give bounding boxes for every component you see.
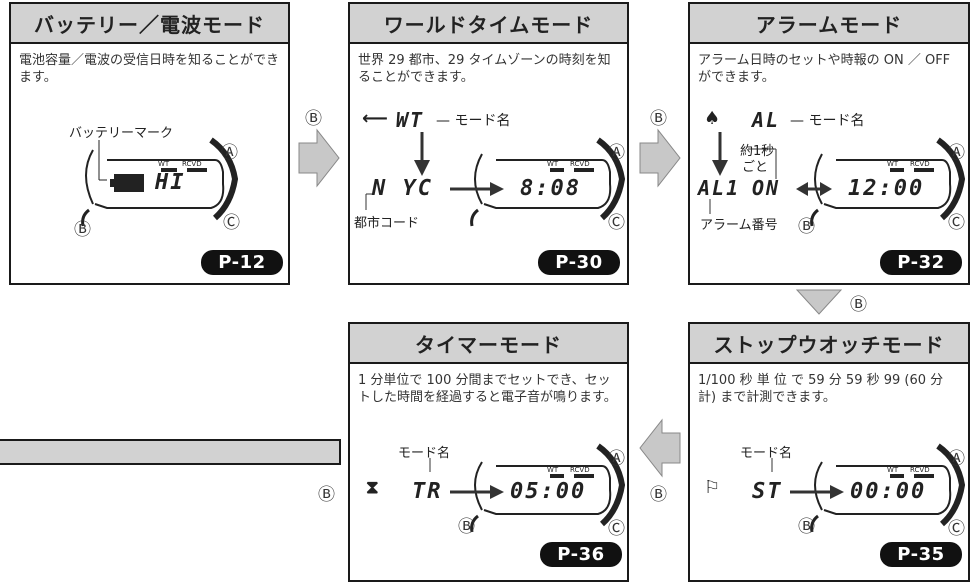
button-a-label: Ⓐ: [221, 143, 238, 163]
page-reference: P-35: [880, 542, 962, 567]
alarm-bell-icon: ♠: [704, 108, 721, 129]
button-a-label: Ⓐ: [608, 449, 625, 469]
lcd-time: 05:00: [510, 479, 587, 504]
alarm-id: AL1: [698, 176, 741, 200]
button-c-label: Ⓒ: [223, 213, 240, 233]
mode-name-label: モード名: [398, 446, 451, 461]
panel-world-time: ワールドタイムモード 世界 29 都市、29 タイムゾーンの時刻を知ることができ…: [348, 2, 629, 285]
right-arrow-icon: [298, 128, 340, 188]
world-time-icon: ⟵: [362, 108, 388, 129]
stopwatch-runner-icon: ⚐: [704, 477, 721, 498]
panel-battery: バッテリー／電波モード 電池容量／電波の受信日時を知ることができます。 バッテリ…: [9, 2, 290, 285]
wt-indicator: WT: [158, 160, 170, 168]
mode-code: ST: [752, 479, 783, 504]
mode-name-label: モード名: [740, 446, 793, 461]
rcvd-indicator: RCVD: [570, 160, 590, 168]
panel-description: アラーム日時のセットや時報の ON ／ OFF ができます。: [698, 53, 951, 85]
panel-title: ワールドタイムモード: [350, 4, 627, 44]
panel-title: タイマーモード: [350, 324, 627, 364]
rcvd-indicator: RCVD: [910, 466, 930, 474]
page-reference: P-12: [201, 250, 283, 275]
city-code: N YC: [372, 176, 433, 201]
button-c-label: Ⓒ: [608, 213, 625, 233]
button-a-label: Ⓐ: [948, 143, 965, 163]
wt-indicator: WT: [887, 160, 899, 168]
wt-indicator: WT: [547, 160, 559, 168]
watch-display-illustration: [365, 132, 626, 227]
arrow-button-b-label: Ⓑ: [650, 485, 667, 505]
city-code-label: 都市コード: [354, 216, 420, 231]
wt-indicator: WT: [887, 466, 899, 474]
button-b-label: Ⓑ: [74, 220, 91, 240]
button-b-label: Ⓑ: [798, 217, 815, 237]
left-arrow-icon: [639, 418, 681, 478]
lcd-text: HI: [155, 170, 186, 195]
watch-display-illustration: [709, 132, 966, 227]
arrow-button-b-label: Ⓑ: [318, 485, 335, 505]
page-reference: P-32: [880, 250, 962, 275]
arrow-button-b-label: Ⓑ: [850, 295, 867, 315]
rcvd-indicator: RCVD: [182, 160, 202, 168]
approx-interval-label-1: 約1秒: [740, 144, 775, 159]
rcvd-indicator: RCVD: [570, 466, 590, 474]
panel-title: アラームモード: [690, 4, 968, 44]
lcd-time: 8:08: [520, 176, 581, 201]
panel-stopwatch: ストップウオッチモード 1/100 秒 単 位 で 59 分 59 秒 99 (…: [688, 322, 970, 582]
right-arrow-icon: [639, 128, 681, 188]
rcvd-indicator: RCVD: [910, 160, 930, 168]
watch-display-illustration: [81, 137, 239, 227]
arrow-button-b-label: Ⓑ: [305, 109, 322, 129]
wt-indicator: WT: [547, 466, 559, 474]
button-b-label: Ⓑ: [798, 517, 815, 537]
approx-interval-label-2: ごと: [742, 160, 769, 175]
button-c-label: Ⓒ: [948, 213, 965, 233]
timer-hourglass-icon: ⧗: [366, 477, 379, 498]
alarm-state: ON: [752, 176, 781, 200]
page-reference: P-30: [538, 250, 620, 275]
mode-name-label: — モード名: [790, 113, 865, 129]
mode-code: WT: [396, 108, 425, 132]
flow-return-bar: [0, 439, 341, 465]
button-a-label: Ⓐ: [948, 449, 965, 469]
lcd-time: 12:00: [848, 176, 925, 201]
mode-name-label: — モード名: [436, 113, 511, 129]
battery-mark-label: バッテリーマーク: [69, 126, 174, 141]
panel-alarm: アラームモード アラーム日時のセットや時報の ON ／ OFF ができます。 ♠…: [688, 2, 970, 285]
lcd-time: 00:00: [850, 479, 927, 504]
panel-title: ストップウオッチモード: [690, 324, 968, 364]
page-reference: P-36: [540, 542, 622, 567]
button-a-label: Ⓐ: [608, 143, 625, 163]
watch-display-illustration: [771, 443, 966, 533]
panel-description: 世界 29 都市、29 タイムゾーンの時刻を知ることができます。: [358, 53, 611, 85]
panel-description: 1/100 秒 単 位 で 59 分 59 秒 99 (60 分計) まで計測で…: [698, 373, 944, 405]
down-arrow-icon: [795, 289, 843, 315]
panel-description: 1 分単位で 100 分間までセットでき、セットした時間を経過すると電子音が鳴り…: [358, 373, 617, 405]
button-b-label: Ⓑ: [458, 517, 475, 537]
watch-display-illustration: [429, 443, 626, 533]
alarm-number-label: アラーム番号: [700, 218, 778, 233]
arrow-button-b-label: Ⓑ: [650, 109, 667, 129]
mode-code: TR: [412, 479, 443, 504]
button-c-label: Ⓒ: [608, 519, 625, 539]
button-c-label: Ⓒ: [948, 519, 965, 539]
panel-title: バッテリー／電波モード: [11, 4, 288, 44]
mode-code: AL: [752, 108, 781, 132]
panel-timer: タイマーモード 1 分単位で 100 分間までセットでき、セットした時間を経過す…: [348, 322, 629, 582]
panel-description: 電池容量／電波の受信日時を知ることができます。: [19, 53, 280, 85]
